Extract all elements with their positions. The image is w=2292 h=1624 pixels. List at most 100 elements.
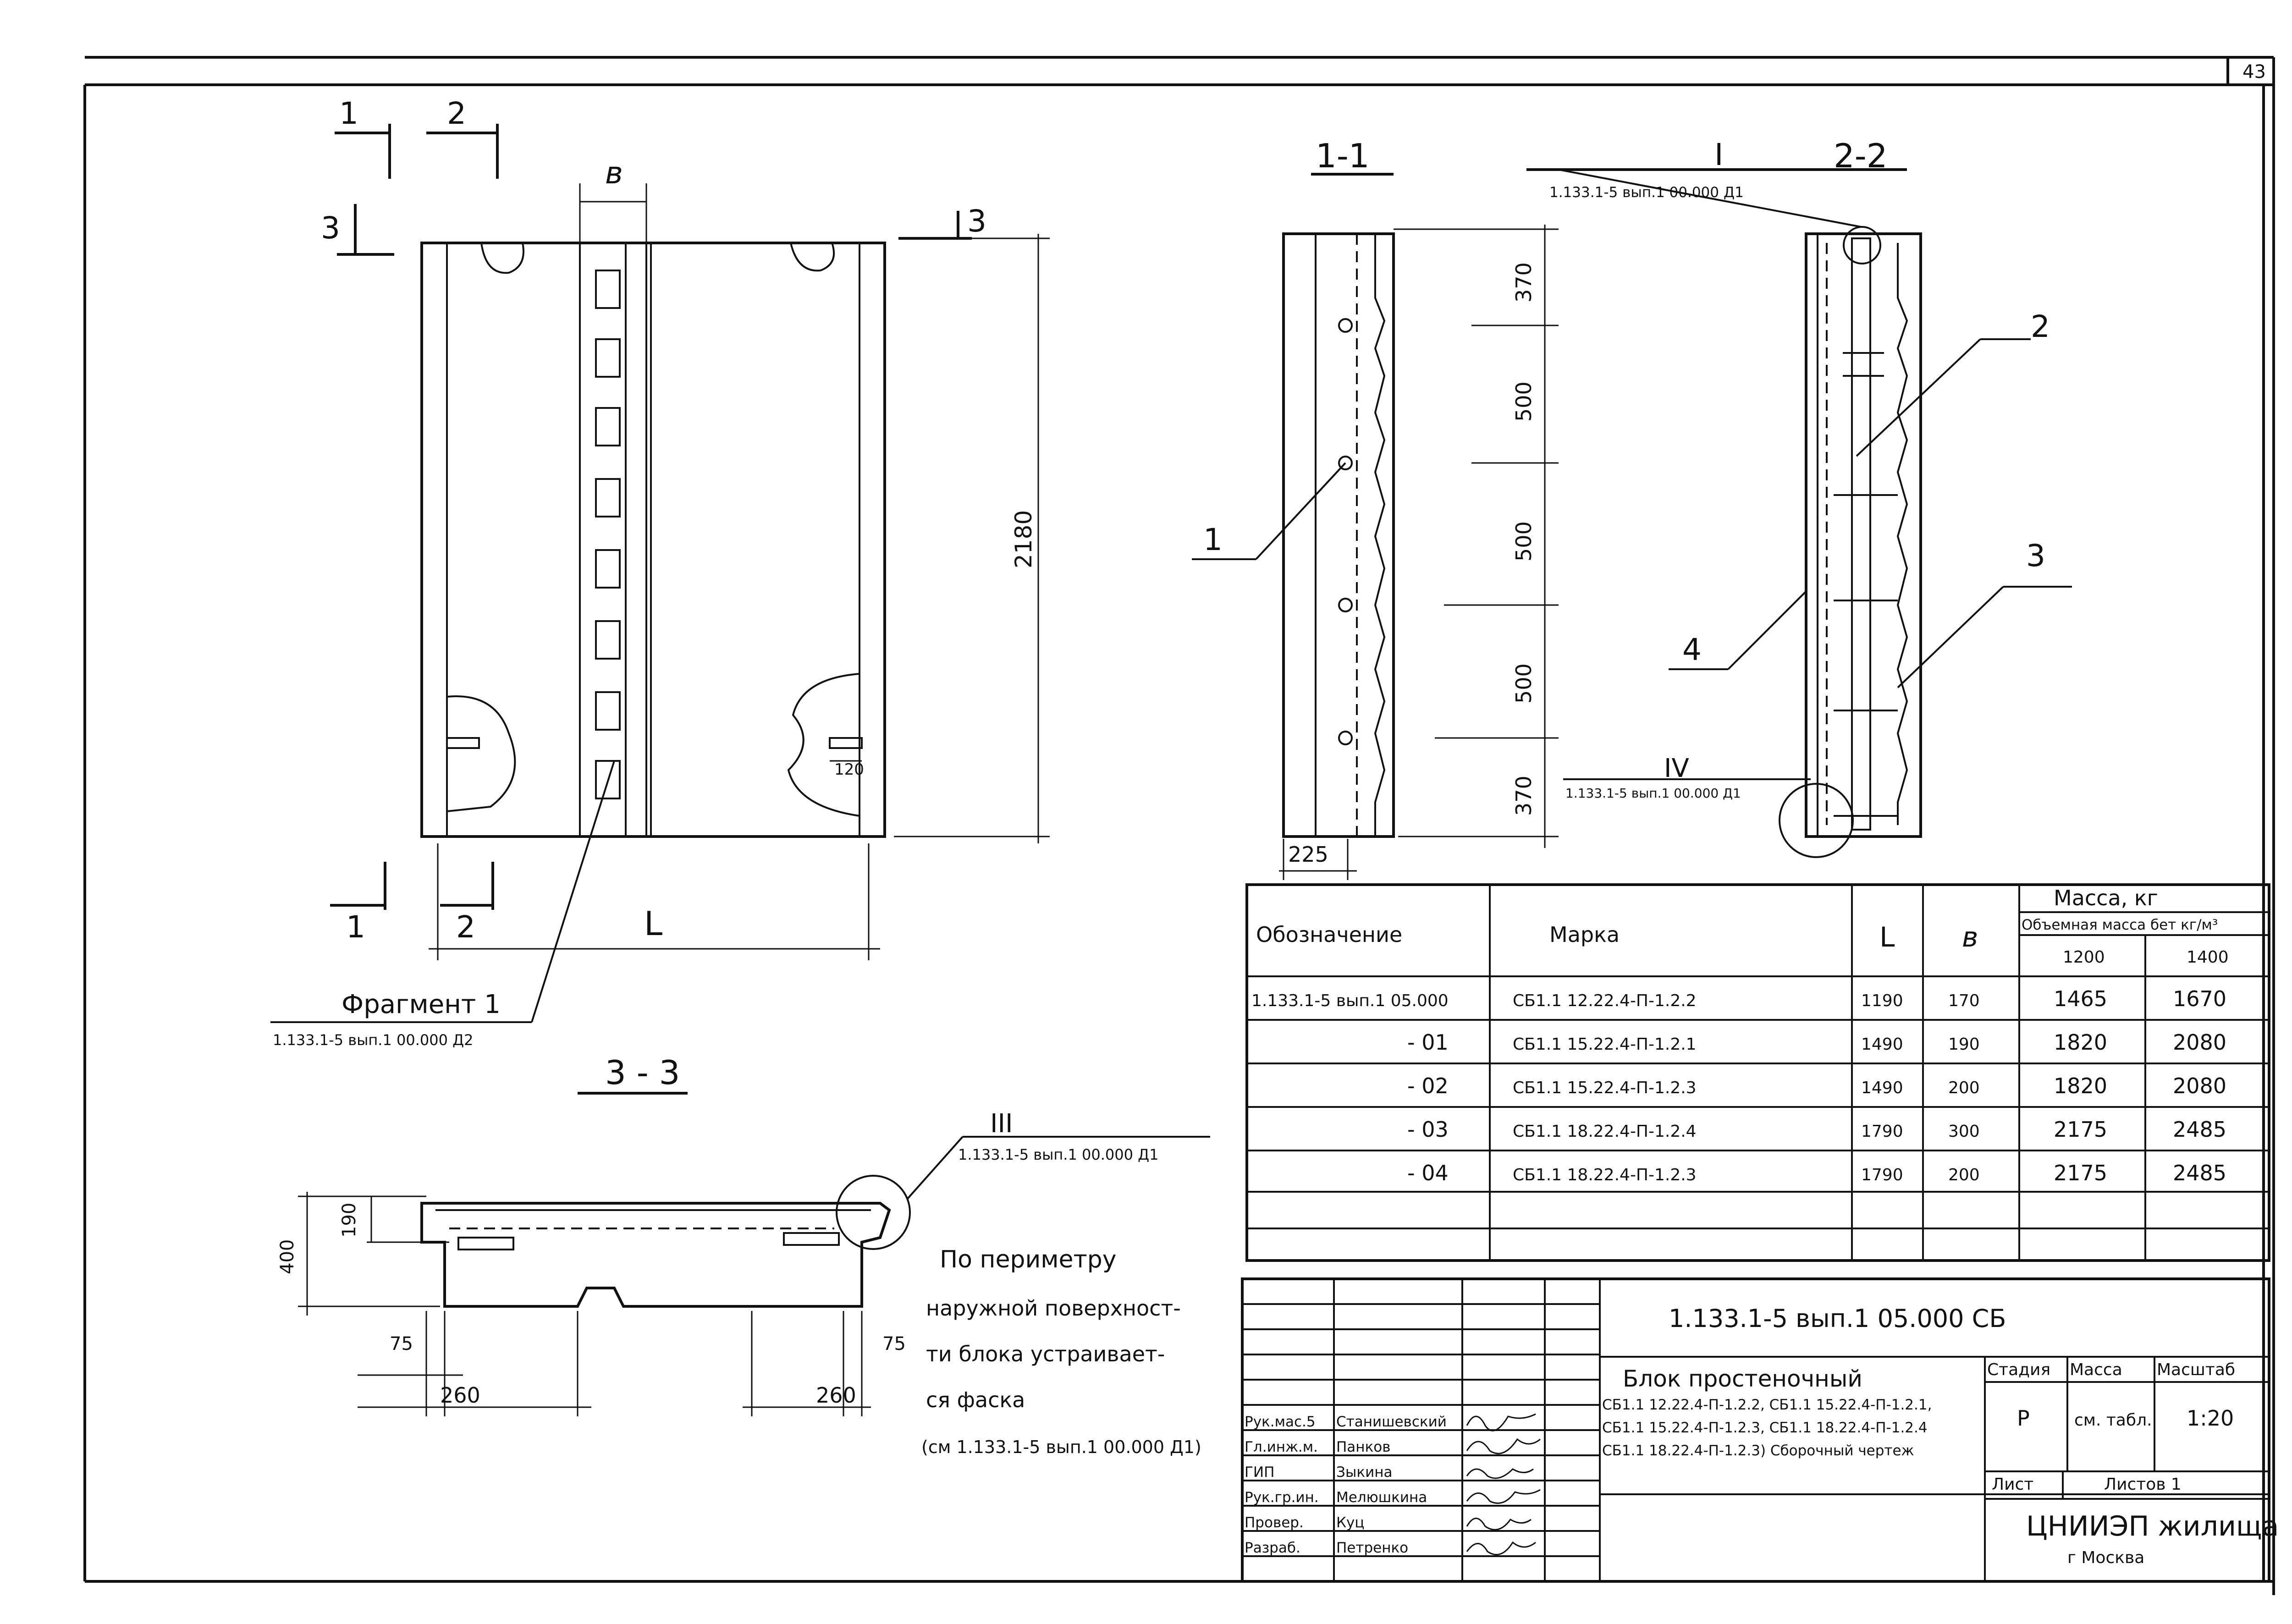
dim-500-a: 500	[1511, 381, 1536, 422]
pos-2: 2	[2031, 309, 2050, 344]
node-IV-label: IV	[1664, 754, 1689, 783]
keyway-blocks	[595, 270, 621, 799]
cut-1-bottom: 1	[346, 909, 365, 945]
node-I-ref: 1.133.1-5 вып.1 00.000 Д1	[1549, 184, 1744, 201]
spec-header-1400: 1400	[2187, 948, 2229, 967]
cut-1-top: 1	[339, 96, 358, 131]
title-desc-3: СБ1.1 18.22.4-П-1.2.3) Сборочный чертеж	[1602, 1442, 1914, 1459]
row-2-designation: - 02	[1407, 1073, 1449, 1098]
role-3: Рук.гр.ин.	[1245, 1489, 1319, 1506]
row-4-m2: 2485	[2173, 1161, 2226, 1185]
name-0: Станишевский	[1336, 1414, 1447, 1430]
row-0-designation: 1.133.1-5 вып.1 05.000	[1251, 991, 1449, 1010]
row-2-m1: 1820	[2054, 1073, 2107, 1098]
cut-3-left: 3	[321, 210, 340, 246]
role-2: ГИП	[1245, 1464, 1274, 1481]
scale-label: Масштаб	[2157, 1360, 2235, 1379]
row-2-L: 1490	[1861, 1079, 1903, 1097]
title-name: Блок простеночный	[1623, 1365, 1862, 1392]
title-code: 1.133.1-5 вып.1 05.000 СБ	[1669, 1304, 2006, 1333]
spec-rows: 1.133.1-5 вып.1 05.000 СБ1.1 12.22.4-П-1…	[1251, 986, 2226, 1185]
dim-500-c: 500	[1511, 663, 1536, 704]
fragment-1-ref: 1.133.1-5 вып.1 00.000 Д2	[273, 1031, 473, 1049]
dim-225: 225	[1288, 842, 1328, 867]
spec-header-1200: 1200	[2063, 948, 2105, 967]
row-2-b: 200	[1948, 1079, 1980, 1097]
node-III-label: III	[990, 1109, 1013, 1139]
note-line-2: наружной поверхност-	[926, 1296, 1181, 1321]
row-3-m1: 2175	[2054, 1117, 2107, 1142]
name-2: Зыкина	[1336, 1464, 1393, 1481]
section-1-1-title: 1-1	[1316, 137, 1370, 175]
cut-3-right: 3	[967, 204, 986, 239]
row-0-mark: СБ1.1 12.22.4-П-1.2.2	[1513, 991, 1697, 1010]
sheets-label: Листов 1	[2104, 1475, 2182, 1494]
dim-370-bottom: 370	[1511, 776, 1536, 816]
org-city: г Москва	[2067, 1548, 2144, 1567]
note-line-5: (см 1.133.1-5 вып.1 00.000 Д1)	[921, 1437, 1201, 1457]
row-4-designation: - 04	[1407, 1161, 1449, 1185]
people-rows: Рук.мас.5 Станишевский Гл.инж.м. Панков …	[1245, 1414, 1447, 1556]
pos-4: 4	[1682, 632, 1702, 667]
row-1-m1: 1820	[2054, 1030, 2107, 1055]
spec-header-mark: Марка	[1549, 922, 1620, 947]
name-5: Петренко	[1336, 1540, 1408, 1556]
note-line-4: ся фаска	[926, 1387, 1025, 1412]
role-0: Рук.мас.5	[1245, 1414, 1316, 1430]
name-1: Панков	[1336, 1439, 1391, 1455]
spec-table	[1245, 883, 2270, 1262]
row-3-b: 300	[1948, 1122, 1980, 1141]
dim-260-left: 260	[440, 1383, 480, 1408]
dim-500-b: 500	[1511, 521, 1536, 562]
row-4-b: 200	[1948, 1166, 1980, 1184]
scale-value: 1:20	[2187, 1406, 2234, 1431]
cut-2-top: 2	[447, 96, 466, 131]
section-1-1-pos-1: 1	[1203, 522, 1223, 557]
spec-header-L: L	[1879, 921, 1895, 953]
spec-header-b: в	[1962, 921, 1978, 953]
row-4-m1: 2175	[2054, 1161, 2107, 1185]
row-0-L: 1190	[1861, 991, 1903, 1010]
dim-260-right: 260	[816, 1383, 856, 1408]
dim-400: 400	[277, 1239, 298, 1274]
org-name: ЦНИИЭП жилища	[2026, 1510, 2279, 1542]
section-3-3-title: 3 - 3	[605, 1053, 680, 1092]
node-IV-ref: 1.133.1-5 вып.1 00.000 Д1	[1565, 786, 1741, 801]
dim-75-right: 75	[882, 1333, 906, 1354]
note-block: По периметру наружной поверхност- ти бло…	[921, 1246, 1201, 1457]
role-4: Провер.	[1245, 1514, 1304, 1531]
row-4-mark: СБ1.1 18.22.4-П-1.2.3	[1513, 1166, 1697, 1184]
dim-length-L: L	[644, 904, 662, 943]
row-0-m2: 1670	[2173, 986, 2226, 1011]
note-line-3: ти блока устраивает-	[926, 1342, 1165, 1366]
sheet-label: Лист	[1992, 1475, 2033, 1494]
dim-370-top: 370	[1511, 262, 1536, 303]
section-2-2	[1526, 168, 2072, 858]
row-3-designation: - 03	[1407, 1117, 1449, 1142]
section-3-3	[298, 1092, 1210, 1416]
row-3-L: 1790	[1861, 1122, 1903, 1141]
row-0-m1: 1465	[2054, 986, 2107, 1011]
row-3-m2: 2485	[2173, 1117, 2226, 1142]
mass-label: Масса	[2070, 1360, 2122, 1379]
mass-value: см. табл.	[2074, 1411, 2152, 1430]
row-2-m2: 2080	[2173, 1073, 2226, 1098]
title-block	[1241, 1277, 2270, 1583]
row-1-m2: 2080	[2173, 1030, 2226, 1055]
dim-width-b: в	[605, 155, 623, 191]
row-1-designation: - 01	[1407, 1030, 1449, 1055]
pos-3: 3	[2026, 538, 2045, 573]
sheet-number: 43	[2242, 61, 2266, 83]
fragment-1-label: Фрагмент 1	[342, 990, 501, 1019]
row-4-L: 1790	[1861, 1166, 1903, 1184]
row-1-b: 190	[1948, 1035, 1980, 1054]
main-elevation	[270, 124, 1050, 1023]
dim-120: 120	[834, 760, 864, 779]
name-3: Мелюшкина	[1336, 1489, 1427, 1506]
role-5: Разраб.	[1245, 1540, 1300, 1556]
role-1: Гл.инж.м.	[1245, 1439, 1318, 1455]
row-1-L: 1490	[1861, 1035, 1903, 1054]
dim-190: 190	[339, 1203, 360, 1238]
spec-header-density: Объемная масса бет кг/м³	[2022, 917, 2218, 933]
stage-value: Р	[2017, 1406, 2030, 1431]
